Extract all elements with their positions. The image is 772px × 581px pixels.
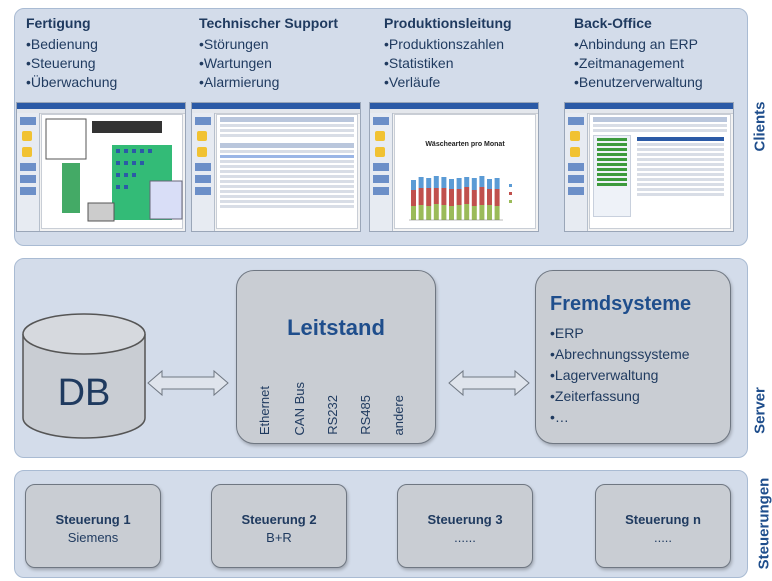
fertigung-screenshot (16, 102, 186, 232)
thumbnail-bar-segment (487, 189, 492, 205)
support-screenshot (191, 102, 361, 232)
column-heading: Produktionsleitung (384, 15, 512, 31)
column-item: Alarmierung (199, 73, 338, 92)
steuerung-detail: Siemens (67, 530, 119, 545)
column-item: Benutzerverwaltung (574, 73, 703, 92)
thumbnail-bar-segment (426, 188, 432, 206)
column-item: Steuerung (26, 54, 117, 73)
thumbnail-bar-segment (418, 205, 424, 220)
thumbnail-bar-segment (411, 190, 416, 206)
leitstand-fremd-arrow (448, 369, 530, 397)
thumbnail-bar-segment (471, 190, 477, 206)
thumbnail-bar-segment (433, 188, 439, 204)
thumbnail-bar-segment (487, 205, 492, 220)
steuerung-detail: ...... (454, 530, 476, 545)
thumbnail-bar-segment (449, 206, 454, 220)
thumbnail-bar-segment (411, 206, 416, 220)
thumbnail-bar-segment (494, 206, 500, 220)
thumbnail-bar-segment (418, 177, 424, 188)
thumbnail-bar-segment (464, 177, 470, 187)
steuerung-detail: ..... (653, 530, 673, 545)
client-column-support: Technischer Support Störungen Wartungen … (199, 14, 338, 92)
column-heading: Back-Office (574, 15, 652, 31)
column-item: Statistiken (384, 54, 512, 73)
fremdsystem-item: Zeiterfassung (550, 386, 690, 407)
backoffice-screenshot (564, 102, 734, 232)
fremdsystem-item: ERP (550, 323, 690, 344)
column-item: Überwachung (26, 73, 117, 92)
thumbnail-bar-segment (426, 178, 432, 188)
thumbnail-bar-segment (426, 206, 432, 220)
thumbnail-bar-segment (433, 176, 439, 188)
thumbnail-bar-segment (494, 178, 500, 189)
thumbnail-bar-segment (456, 205, 462, 220)
thumbnail-bar-segment (456, 178, 462, 189)
column-item: Produktionszahlen (384, 35, 512, 54)
client-column-backoffice: Back-Office Anbindung an ERP Zeitmanagem… (574, 14, 703, 92)
thumbnail-bar-segment (449, 189, 454, 206)
client-column-produktion: Produktionsleitung Produktionszahlen Sta… (384, 14, 512, 92)
stacked-bar-chart (409, 176, 512, 221)
column-item: Bedienung (26, 35, 117, 54)
thumbnail-bar-segment (449, 179, 454, 189)
steuerung-box: Steuerung 1 Siemens (25, 484, 161, 568)
client-column-fertigung: Fertigung Bedienung Steuerung Überwachun… (26, 14, 117, 92)
steuerung-box: Steuerung 2 B+R (211, 484, 347, 568)
interface-label: CAN Bus (292, 381, 307, 435)
thumbnail-bar-segment (479, 176, 485, 187)
thumbnail-bar-segment (494, 189, 500, 206)
fremdsysteme-box: Fremdsysteme ERP Abrechnungssysteme Lage… (535, 270, 731, 444)
fremdsysteme-title: Fremdsysteme (550, 293, 692, 315)
steuerung-name: Steuerung 1 (55, 512, 131, 527)
produktion-screenshot: Wäschearten pro Monat (369, 102, 539, 232)
steuerung-box: Steuerung 3 ...... (397, 484, 533, 568)
thumbnail-bar-segment (464, 204, 470, 220)
leitstand-title: Leitstand (287, 315, 385, 340)
steuerung-name: Steuerung 3 (427, 512, 503, 527)
thumbnail-bar-segment (411, 180, 416, 190)
steuerung-box: Steuerung n ..... (595, 484, 731, 568)
server-label: Server (751, 387, 769, 434)
db-leitstand-arrow (147, 369, 229, 397)
column-heading: Fertigung (26, 15, 91, 31)
interface-label: RS485 (358, 395, 373, 435)
steuerung-name: Steuerung n (625, 512, 701, 527)
column-heading: Technischer Support (199, 15, 338, 31)
column-item: Störungen (199, 35, 338, 54)
thumbnail-bar-segment (441, 188, 447, 205)
database-cylinder (22, 313, 146, 439)
column-item: Zeitmanagement (574, 54, 703, 73)
thumbnail-bar-segment (487, 179, 492, 189)
thumbnail-bar-segment (471, 178, 477, 190)
interface-label: andere (391, 394, 406, 435)
fremdsystem-item: Abrechnungssysteme (550, 344, 690, 365)
column-item: Wartungen (199, 54, 338, 73)
column-item: Verläufe (384, 73, 512, 92)
thumbnail-bar-segment (433, 204, 439, 220)
steuerung-name: Steuerung 2 (241, 512, 317, 527)
leitstand-box: Leitstand Ethernet CAN Bus RS232 RS485 a… (236, 270, 436, 444)
thumbnail-bar-segment (479, 205, 485, 220)
thumbnail-bar-segment (464, 187, 470, 204)
fremdsystem-item: Lagerverwaltung (550, 365, 690, 386)
thumbnail-bar-segment (479, 187, 485, 205)
thumbnail-bar-segment (418, 188, 424, 205)
thumbnail-bar-segment (441, 205, 447, 220)
machine-diagram (45, 118, 183, 222)
thumbnail-bar-segment (441, 177, 447, 188)
column-item: Anbindung an ERP (574, 35, 703, 54)
fremdsystem-item: … (550, 407, 690, 428)
steuerungen-label: Steuerungen (755, 477, 772, 570)
thumbnail-bar-segment (456, 189, 462, 205)
interface-label: Ethernet (257, 385, 272, 435)
fremdsysteme-list: ERP Abrechnungssysteme Lagerverwaltung Z… (550, 323, 690, 428)
chart-thumbnail-title: Wäschearten pro Monat (425, 141, 505, 148)
interface-label: RS232 (325, 395, 340, 435)
clients-label: Clients (751, 101, 769, 152)
thumbnail-bar-segment (471, 206, 477, 220)
db-label: DB (57, 372, 111, 414)
steuerung-detail: B+R (266, 530, 292, 545)
